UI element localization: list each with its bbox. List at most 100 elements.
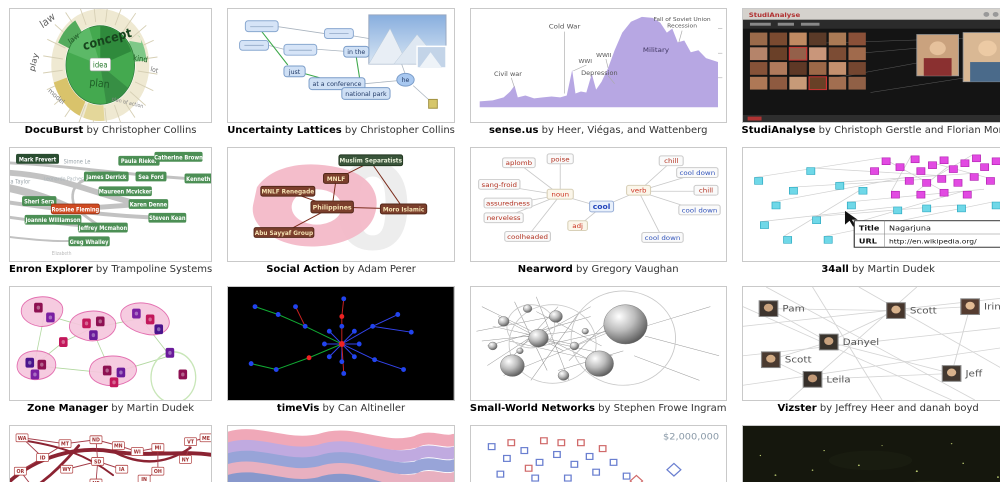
studianalyse-thumbnail[interactable]: StudiAnalyse xyxy=(741,8,1000,123)
viz-author: by Stephen Frowe Ingram xyxy=(594,403,727,414)
nearword-thumbnail[interactable]: cool noun verb adj aplomb poise sang-fro… xyxy=(469,147,727,262)
satellite-thumbnail[interactable] xyxy=(741,425,1000,482)
svg-text:ME: ME xyxy=(202,435,210,441)
svg-text:Greg Whalley: Greg Whalley xyxy=(70,240,109,246)
person-node: Sheri Sera xyxy=(22,196,57,206)
viz-title: Zone Manager xyxy=(27,403,109,414)
svg-text:IA: IA xyxy=(119,467,124,473)
nearword-word-graph: cool noun verb adj aplomb poise sang-fro… xyxy=(477,153,721,243)
group-node-philippines: Philippines xyxy=(310,200,355,214)
tooltip-url-label: URL xyxy=(858,237,876,245)
group-node-mnlf: MNLF xyxy=(323,173,350,184)
friend-node-scott-left: Scott xyxy=(760,351,811,369)
gallery-item-docuburst: law law concept idea plan kind lot play … xyxy=(9,8,213,137)
senseus-area-chart: Cold War Civil war WWI WWII Military Dep… xyxy=(479,16,723,108)
gallery-item-34all: Title Nagarjuna URL http://en.wikipedia.… xyxy=(741,147,1000,276)
usmap-thumbnail[interactable]: WA MT ND MN WI MI VT ME ID SD WY IA NY O… xyxy=(9,425,213,482)
group-node-mnlf-renegade: MNLF Renegade xyxy=(260,185,316,197)
zone-manager-thumbnail[interactable] xyxy=(9,286,213,401)
terminal-node xyxy=(428,98,438,109)
group-node-abu-sayyaf: Abu Sayyaf Group xyxy=(253,227,315,238)
viz-author: by Christopher Collins xyxy=(341,125,455,136)
flow-bands xyxy=(228,429,454,482)
annotation-depression: Depression xyxy=(581,70,618,77)
friend-label: Scott xyxy=(784,355,811,365)
stream-bands xyxy=(228,429,454,482)
word-play: play xyxy=(27,52,40,73)
viz-title: sense.us xyxy=(488,125,539,136)
enron-social-graph: Mark Frevert Simone Le Paula Rieker Cath… xyxy=(10,151,212,257)
caption-social-action: Social Action by Adam Perer xyxy=(227,264,455,276)
svg-text:cool down: cool down xyxy=(679,169,715,177)
studianalyse-app-window: StudiAnalyse xyxy=(742,9,1000,122)
friend-label: Danyel xyxy=(842,338,878,348)
viz-title: Vizster xyxy=(777,403,817,414)
idea-node-box xyxy=(89,57,111,72)
streamgraph-thumbnail[interactable] xyxy=(227,425,455,482)
uncertainty-lattices-thumbnail[interactable]: just at a conference in the national par… xyxy=(227,8,455,123)
word-idea: idea xyxy=(93,60,108,70)
node-he: he xyxy=(402,77,410,84)
svg-text:Karen Denne: Karen Denne xyxy=(130,202,168,208)
svg-text:MT: MT xyxy=(61,441,69,447)
viz-title: 34all xyxy=(821,264,849,275)
person-node: Kenneth La xyxy=(184,173,212,184)
senseus-thumbnail[interactable]: Cold War Civil war WWI WWII Military Dep… xyxy=(469,8,727,123)
34all-thumbnail[interactable]: Title Nagarjuna URL http://en.wikipedia.… xyxy=(741,147,1000,262)
person-node: Steven Kean xyxy=(148,212,187,223)
svg-text:WI: WI xyxy=(134,449,141,455)
statusbar xyxy=(742,115,1000,122)
person-node: Catherine Brown xyxy=(154,151,203,162)
caption-34all: 34all by Martin Dudek xyxy=(742,264,1000,276)
caption-small-world: Small-World Networks by Stephen Frowe In… xyxy=(470,403,727,415)
svg-text:coolheaded: coolheaded xyxy=(507,233,548,241)
label-military: Military xyxy=(643,47,669,55)
svg-text:Kenneth La: Kenneth La xyxy=(186,177,211,183)
svg-text:aplomb: aplomb xyxy=(506,160,532,168)
viz-title: Enron Explorer xyxy=(9,264,93,275)
social-action-thumbnail[interactable]: 0 Muslim Separatists MNLF MNLF Renegade … xyxy=(227,147,455,262)
square-scatter-thumbnail[interactable]: $2,000,000 xyxy=(469,425,727,482)
gallery-item-senseus: Cold War Civil war WWI WWII Military Dep… xyxy=(469,8,727,137)
friend-node-danyel: Danyel xyxy=(818,333,879,351)
svg-text:WA: WA xyxy=(18,435,27,441)
gallery-item-square-scatter: $2,000,000 xyxy=(469,425,727,482)
person-node: Paula Rieker xyxy=(118,155,160,166)
svg-text:Joannie Williamson: Joannie Williamson xyxy=(25,218,81,224)
friend-node-pam: Pam xyxy=(758,300,804,317)
svg-text:cool down: cool down xyxy=(682,207,718,215)
timevis-thumbnail[interactable] xyxy=(227,286,455,401)
settlement-dots xyxy=(759,443,999,478)
svg-text:poise: poise xyxy=(551,156,570,164)
svg-text:Steven Kean: Steven Kean xyxy=(149,216,185,222)
svg-text:James Derrick: James Derrick xyxy=(85,175,126,181)
enron-explorer-thumbnail[interactable]: Mark Frevert Simone Le Paula Rieker Cath… xyxy=(9,147,213,262)
vizster-thumbnail[interactable]: Pam Scott Irina Danyel Scott Leila Jeff xyxy=(741,286,1000,401)
person-node-highlighted: Rosalee Fleming xyxy=(50,203,100,215)
34all-wiki-network: Title Nagarjuna URL http://en.wikipedia.… xyxy=(753,154,1000,248)
annotation-lines xyxy=(510,28,723,94)
node-just: just xyxy=(288,69,301,76)
svg-text:ID: ID xyxy=(40,455,46,461)
viz-title: StudiAnalyse xyxy=(741,125,816,136)
svg-text:chill: chill xyxy=(664,158,678,166)
friend-label: Leila xyxy=(826,375,850,385)
edges-green xyxy=(251,306,343,371)
viz-author: by Martin Dudek xyxy=(848,264,935,275)
gallery-item-small-world: Small-World Networks by Stephen Frowe In… xyxy=(469,286,727,415)
amount-label: $2,000,000 xyxy=(663,432,719,442)
small-world-thumbnail[interactable] xyxy=(469,286,727,401)
word-node-coolheaded: coolheaded xyxy=(504,231,551,242)
word-law-outer: law xyxy=(38,11,57,31)
docuburst-thumbnail[interactable]: law law concept idea plan kind lot play … xyxy=(9,8,213,123)
svg-text:nerveless: nerveless xyxy=(487,215,521,223)
viz-author: by Heer, Viégas, and Wattenberg xyxy=(538,125,708,136)
person-label-faded: Simone Le xyxy=(64,159,91,165)
person-node: Sea Ford xyxy=(135,171,167,182)
sunburst-sectors xyxy=(51,9,150,122)
svg-text:Catherine Brown: Catherine Brown xyxy=(154,155,203,161)
viz-title: Nearword xyxy=(517,264,573,275)
caption-uncertainty: Uncertainty Lattices by Christopher Coll… xyxy=(227,125,455,137)
nodes-blue xyxy=(248,296,414,376)
svg-text:chill: chill xyxy=(699,187,713,195)
